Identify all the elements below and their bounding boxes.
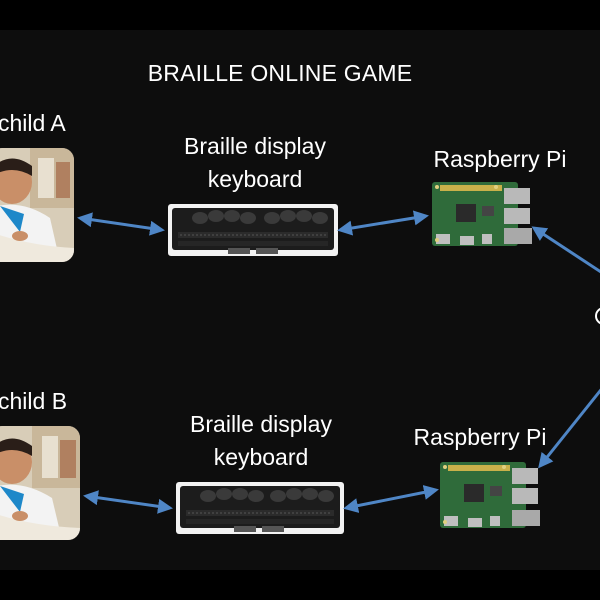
braille-display-a-icon	[168, 204, 338, 256]
device-b-label-line1: Braille display	[190, 411, 332, 437]
device-a-label-line2: keyboard	[207, 166, 303, 192]
arrow-child-b-to-display	[83, 490, 173, 514]
device-a-label-line1: Braille display	[184, 133, 326, 159]
device-a-label: Braille display keyboard	[160, 130, 350, 196]
network-node-partial	[595, 307, 600, 325]
raspberry-pi-a-label: Raspberry Pi	[433, 146, 567, 172]
child-b-photo	[0, 426, 80, 540]
arrow-pi-b-to-network	[538, 388, 600, 469]
arrow-pi-a-to-network	[531, 226, 600, 274]
diagram-title: BRAILLE ONLINE GAME	[147, 60, 413, 86]
raspberry-pi-a-icon	[432, 182, 532, 246]
arrow-display-a-to-pi	[337, 210, 429, 236]
arrow-display-b-to-pi	[343, 484, 439, 514]
child-a-label: child A	[0, 110, 66, 136]
diagram-canvas: BRAILLE ONLINE GAME child A Braille disp…	[0, 30, 600, 570]
arrow-child-a-to-display	[77, 212, 165, 236]
raspberry-pi-b-label: Raspberry Pi	[413, 424, 547, 450]
connection-arrows	[77, 210, 600, 514]
child-b-label: child B	[0, 388, 68, 414]
device-b-label: Braille display keyboard	[166, 408, 356, 474]
braille-display-b-icon	[176, 482, 344, 534]
device-b-label-line2: keyboard	[213, 444, 309, 470]
raspberry-pi-b-icon	[440, 462, 540, 528]
child-a-photo	[0, 148, 74, 262]
